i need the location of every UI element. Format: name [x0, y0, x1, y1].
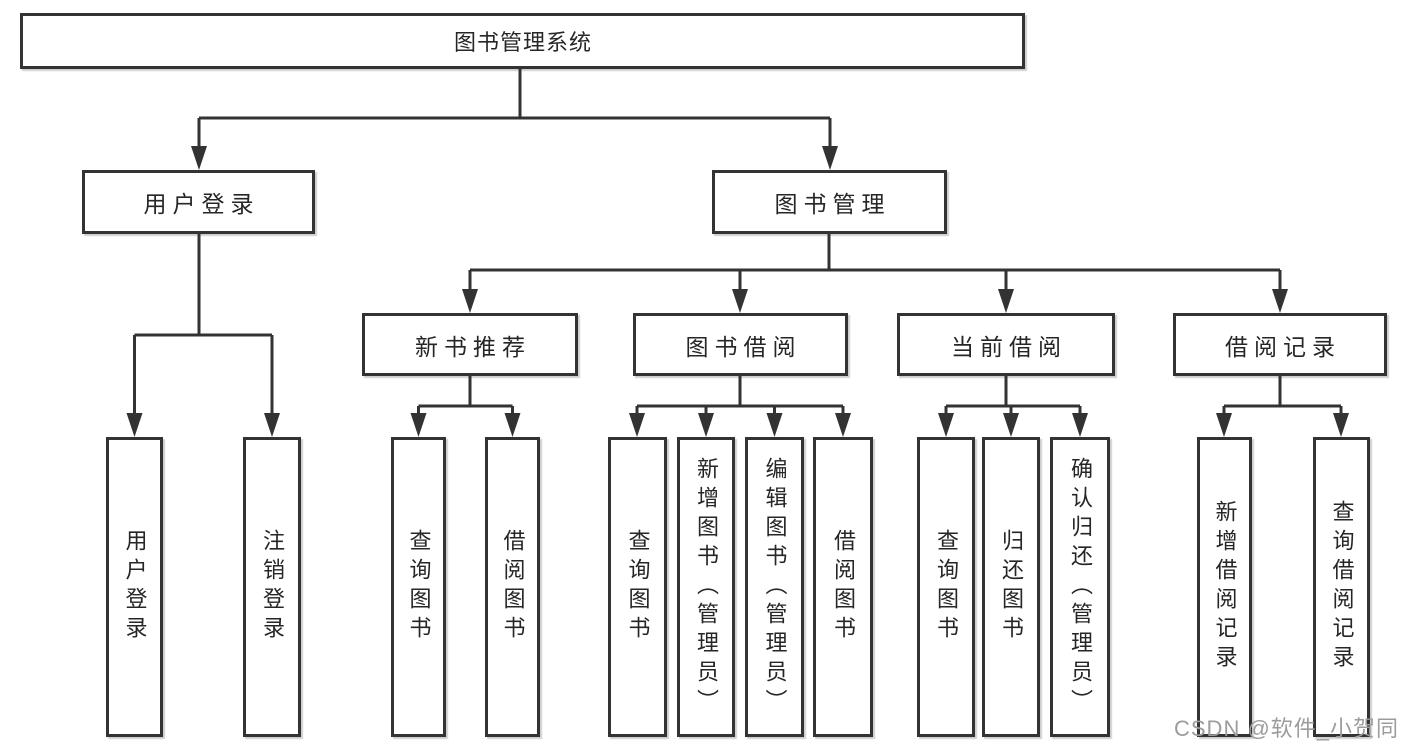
leaf-user-login: 用户登录 [106, 437, 163, 737]
node-borrowing-records: 借阅记录 [1173, 313, 1387, 376]
leaf-query-books-current: 查询图书 [917, 437, 975, 737]
node-book-management: 图书管理 [712, 170, 947, 234]
leaf-logout: 注销登录 [243, 437, 301, 737]
leaf-query-books-recommend: 查询图书 [391, 437, 446, 737]
node-new-book-recommendation: 新书推荐 [362, 313, 578, 376]
leaf-query-books-borrow: 查询图书 [608, 437, 667, 737]
leaf-edit-books-admin: 编辑图书（管理员） [745, 437, 804, 737]
leaf-confirm-return-admin: 确认归还（管理员） [1050, 437, 1110, 737]
node-book-borrowing: 图书借阅 [633, 313, 848, 376]
arrowheads [126, 146, 1349, 437]
leaf-query-borrow-record: 查询借阅记录 [1313, 437, 1370, 737]
leaf-add-borrow-record: 新增借阅记录 [1197, 437, 1252, 737]
leaf-borrow-books: 借阅图书 [813, 437, 873, 737]
node-user-login: 用户登录 [82, 170, 315, 234]
node-current-borrowing: 当前借阅 [897, 313, 1115, 376]
leaf-borrow-books-recommend: 借阅图书 [485, 437, 540, 737]
leaf-return-books: 归还图书 [982, 437, 1040, 737]
node-library-management-system: 图书管理系统 [20, 13, 1025, 69]
leaf-add-books-admin: 新增图书（管理员） [677, 437, 735, 737]
